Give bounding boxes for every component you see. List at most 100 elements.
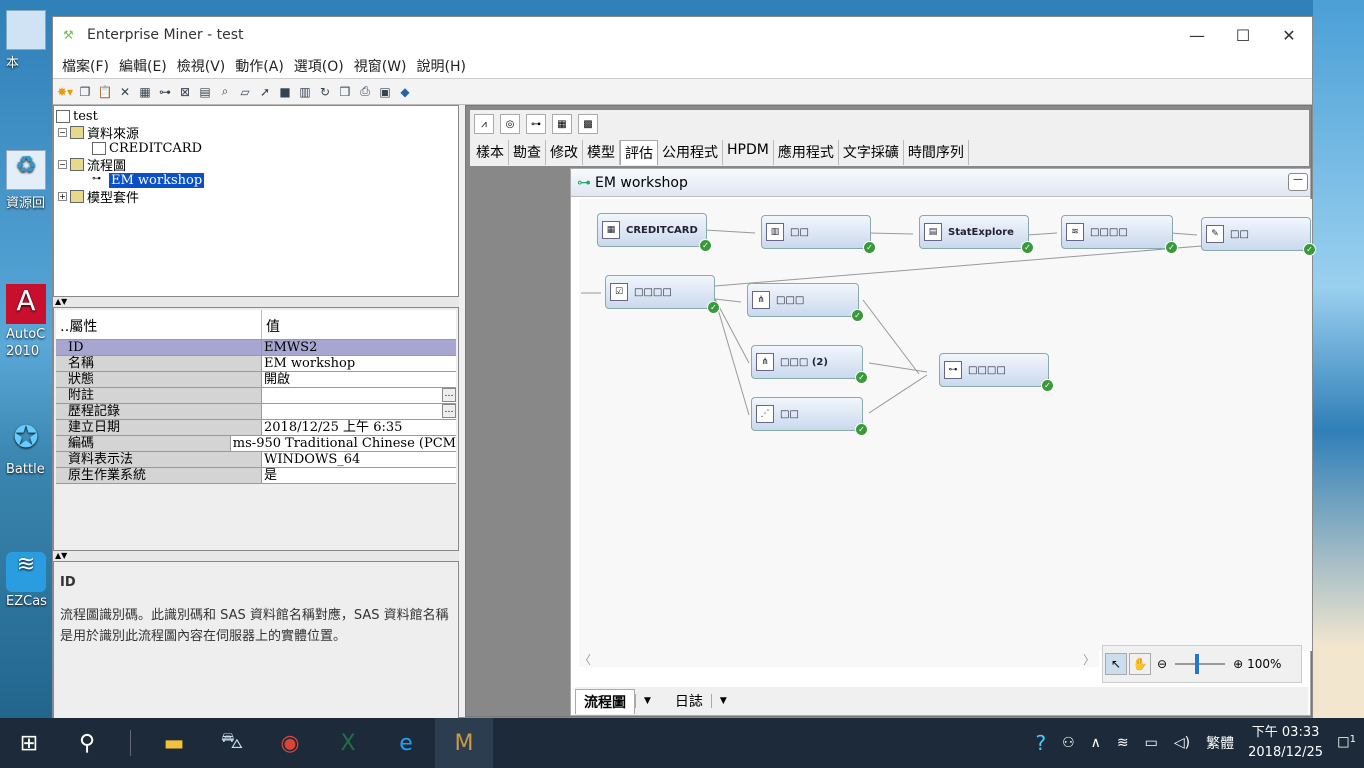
layout-icon[interactable]: ⊶ — [159, 84, 171, 99]
menu-view[interactable]: 檢視(V) — [176, 58, 226, 75]
delete-icon[interactable]: ✕ — [119, 84, 131, 99]
splitter-handle[interactable]: ▲▼ — [53, 551, 459, 561]
table-row[interactable]: 狀態開啟 — [56, 372, 456, 388]
diagram-minimize-button[interactable]: — — [1288, 173, 1308, 191]
desktop-icon-recycle[interactable]: ♻資源回 — [6, 150, 52, 211]
tab-diagram[interactable]: 流程圖 — [575, 688, 635, 714]
properties-icon[interactable]: ▦ — [139, 84, 151, 99]
segment-node-icon[interactable]: ▩ — [578, 114, 598, 134]
tree-item-model-packages[interactable]: +模型套件 — [58, 188, 139, 206]
zoom-slider[interactable] — [1175, 654, 1226, 674]
score-node-icon[interactable]: ◎ — [500, 114, 520, 134]
tree-item-datasources[interactable]: −資料來源 — [58, 124, 139, 142]
refresh-icon[interactable]: ↻ — [319, 84, 331, 99]
tab-utility[interactable]: 公用程式 — [658, 140, 723, 165]
wifi-icon[interactable]: ≋ — [1116, 735, 1129, 751]
menu-edit[interactable]: 編輯(E) — [118, 58, 167, 75]
tab-time-series[interactable]: 時間序列 — [904, 140, 969, 165]
node-creditcard[interactable]: ▦CREDITCARD✓ — [597, 213, 712, 252]
diagram-canvas[interactable]: ▦CREDITCARD✓ ▥□□✓ ▤StatExplore✓ ≋□□□□✓ ✎… — [579, 199, 1316, 651]
table-row[interactable]: 附註… — [56, 388, 456, 404]
property-column-header[interactable]: ‥屬性 — [56, 310, 262, 339]
horizontal-scrollbar[interactable]: 〈〉 — [579, 651, 1099, 667]
node-transform[interactable]: ≋□□□□✓ — [1061, 215, 1178, 254]
scroll-right-icon[interactable]: 〉 — [1082, 653, 1095, 667]
tab-explore[interactable]: 勘查 — [509, 140, 546, 165]
server-icon[interactable]: ▣ — [379, 84, 391, 99]
menu-help[interactable]: 說明(H) — [416, 58, 466, 75]
node-statexplore[interactable]: ▤StatExplore✓ — [919, 215, 1034, 254]
close-icon[interactable]: ✕ — [1282, 25, 1296, 45]
splitter-handle[interactable]: ▲▼ — [53, 297, 459, 307]
zoom-in-icon[interactable]: ⊕ — [1233, 657, 1244, 671]
people-icon[interactable]: ⚇ — [1062, 735, 1075, 751]
value-column-header[interactable]: 值 — [266, 319, 280, 335]
table-row[interactable]: 原生作業系統是 — [56, 468, 456, 484]
node-model-comparison[interactable]: ⊶□□□□✓ — [939, 353, 1054, 392]
help-icon[interactable]: ? — [1035, 731, 1047, 755]
results-icon[interactable]: ▥ — [299, 84, 311, 99]
menu-window[interactable]: 視窗(W) — [353, 58, 407, 75]
store-icon[interactable]: ⛍ — [220, 729, 244, 754]
menu-action[interactable]: 動作(A) — [235, 58, 284, 75]
excel-icon[interactable]: X — [340, 730, 356, 756]
tab-log[interactable]: 日誌 — [674, 694, 703, 710]
tab-sample[interactable]: 樣本 — [472, 140, 509, 165]
node-variable-selection[interactable]: ☑□□□□✓ — [605, 275, 720, 314]
table-row[interactable]: 歷程記錄… — [56, 404, 456, 420]
book-icon[interactable]: ◆ — [400, 84, 410, 99]
assess-node-icon[interactable]: ⩘ — [474, 114, 494, 134]
stack-icon[interactable]: ❒ — [339, 84, 351, 99]
decision-node-icon[interactable]: ⊶ — [526, 114, 546, 134]
scroll-left-icon[interactable]: 〈 — [579, 653, 592, 667]
property-value[interactable]: EM workshop — [262, 356, 456, 371]
notification-icon[interactable]: ☐1 — [1337, 734, 1356, 752]
notes-icon[interactable]: ▤ — [199, 84, 211, 99]
tree-root[interactable]: test — [56, 108, 98, 124]
stop-icon[interactable]: ■ — [279, 84, 291, 99]
battery-icon[interactable]: ▭ — [1144, 735, 1158, 751]
desktop-icon-battlenet[interactable]: ✪Battle — [6, 420, 52, 477]
property-value-history[interactable]: … — [262, 404, 456, 419]
folder-icon[interactable]: ▱ — [240, 84, 250, 99]
node-decision-tree-2[interactable]: ⋔□□□ (2)✓ — [751, 345, 868, 384]
volume-icon[interactable]: ◁) — [1173, 735, 1191, 751]
collapse-icon[interactable]: − — [58, 127, 67, 137]
file-explorer-icon[interactable]: ▬ — [163, 730, 185, 756]
tab-modify[interactable]: 修改 — [546, 140, 583, 165]
new-icon[interactable]: ✸▾ — [56, 84, 74, 99]
chrome-icon[interactable]: ◉ — [280, 730, 300, 756]
maximize-icon[interactable]: ☐ — [1235, 25, 1251, 45]
ie-icon[interactable]: e — [399, 730, 413, 756]
zoom-out-icon[interactable]: ⊖ — [1157, 657, 1168, 671]
tab-model[interactable]: 模型 — [583, 140, 620, 165]
report-node-icon[interactable]: ▦ — [552, 114, 572, 134]
ellipsis-button[interactable]: … — [442, 404, 456, 418]
copy-icon[interactable]: ❐ — [79, 84, 91, 99]
menu-options[interactable]: 選項(O) — [293, 58, 344, 75]
tree-item-em-workshop[interactable]: ⊶EM workshop — [92, 172, 205, 188]
explore-icon[interactable]: ⌕ — [221, 84, 229, 98]
menu-file[interactable]: 檔案(F) — [62, 58, 109, 75]
node-impute[interactable]: ✎□□✓ — [1201, 217, 1316, 256]
enterprise-miner-taskbar-icon[interactable]: M — [435, 718, 493, 768]
tab-applications[interactable]: 應用程式 — [774, 140, 839, 165]
property-value-notes[interactable]: … — [262, 388, 456, 403]
windows-start-icon[interactable]: ⊞ — [19, 730, 39, 756]
export-icon[interactable]: ⊠ — [179, 84, 191, 99]
paste-icon[interactable]: 📋 — [97, 84, 113, 99]
tab-hpdm[interactable]: HPDM — [723, 140, 774, 165]
node-partition[interactable]: ▥□□✓ — [761, 215, 876, 254]
desktop-icon-pc[interactable]: 本 — [6, 10, 52, 71]
chevron-down-icon[interactable]: ▼ — [710, 694, 735, 708]
desktop-icon-ezcast[interactable]: ≋EZCas — [6, 552, 52, 609]
node-decision-tree[interactable]: ⋔□□□✓ — [747, 283, 864, 322]
ime-indicator[interactable]: 繁體 — [1206, 736, 1235, 752]
run-icon[interactable]: ➚ — [259, 84, 271, 99]
